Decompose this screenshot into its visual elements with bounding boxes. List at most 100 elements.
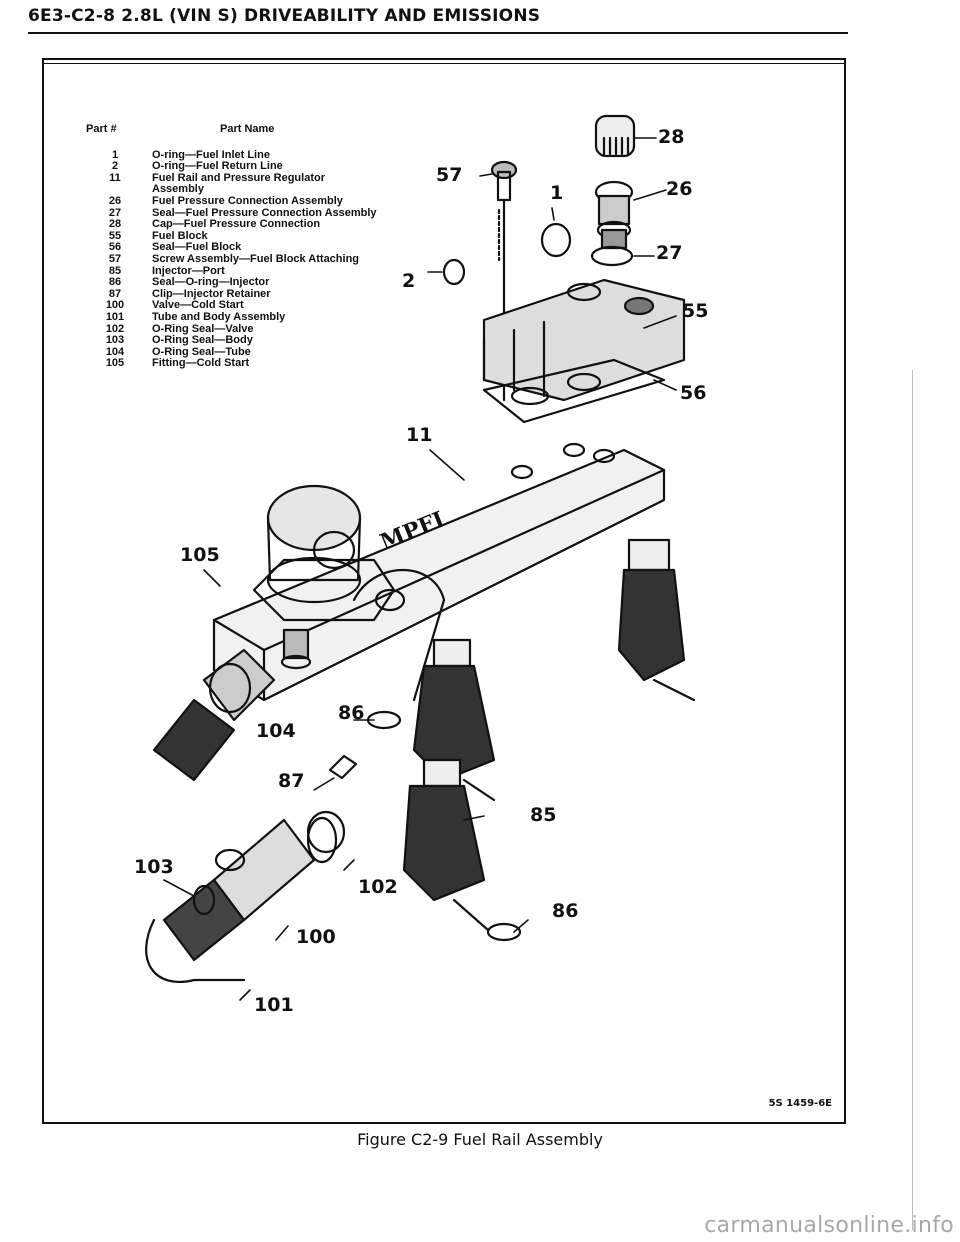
callout-105: 105	[180, 544, 220, 566]
parts-row: 56 Seal—Fuel Block	[86, 242, 406, 254]
callout-57: 57	[436, 164, 463, 186]
parts-row: 105 Fitting—Cold Start	[86, 358, 406, 370]
callout-11: 11	[406, 424, 433, 446]
part-number: 85	[108, 264, 122, 277]
callout-101: 101	[254, 994, 294, 1016]
page-edge-line	[912, 370, 913, 1230]
callout-1: 1	[550, 182, 564, 204]
parts-row: 104 O-Ring Seal—Tube	[86, 345, 406, 359]
injector-clip-87	[328, 754, 358, 780]
part-number: 100	[105, 299, 125, 312]
part-name: Screw Assembly—Fuel Block Attaching	[152, 252, 360, 265]
callout-100: 100	[296, 926, 336, 948]
part-name: Fitting—Cold Start	[152, 357, 250, 370]
body-seal-103	[192, 884, 216, 916]
o-ring-2	[442, 258, 466, 286]
page-header: 6E3-C2-8 2.8L (VIN S) DRIVEABILITY AND E…	[28, 6, 541, 26]
part-name: Fuel Block	[152, 229, 208, 242]
part-name: O-ring—Fuel Inlet Line	[152, 148, 270, 161]
part-name: Injector—Port	[152, 264, 225, 277]
part-number: 11	[109, 171, 121, 184]
part-name: Seal—Fuel Block	[152, 241, 242, 254]
part-number: 55	[108, 229, 122, 242]
part-number: 28	[108, 218, 122, 231]
cap-fuel-pressure-connection	[594, 114, 636, 158]
part-name: Seal—Fuel Pressure Connection Assembly	[152, 206, 377, 219]
part-number: 27	[108, 206, 122, 219]
callout-28: 28	[658, 126, 685, 148]
fuel-rail-11	[212, 442, 666, 702]
part-number: 102	[105, 322, 125, 335]
fuel-pressure-connection	[594, 180, 634, 250]
injector-85-a	[617, 538, 696, 702]
part-number: 103	[105, 334, 125, 347]
valve-seal-102	[306, 810, 346, 854]
fuel-rail-diagram: MPFI	[145, 114, 696, 1001]
callout-102: 102	[358, 876, 398, 898]
callout-26: 26	[666, 178, 693, 200]
cold-start-valve-100	[162, 816, 338, 962]
part-name: Tube and Body Assembly	[152, 310, 286, 323]
part-number: 105	[105, 357, 125, 370]
part-number: 2	[111, 160, 119, 173]
seal-27	[590, 245, 634, 267]
col-part-number: Part #	[86, 123, 117, 135]
parts-row: 28 Cap—Fuel Pressure Connection	[86, 219, 406, 231]
callout-87: 87	[278, 770, 305, 792]
part-number: 1	[111, 148, 119, 161]
parts-row: 100 Valve—Cold Start	[86, 300, 406, 312]
parts-row: 102 O-Ring Seal—Valve	[86, 322, 406, 336]
figure-frame	[42, 58, 846, 1124]
part-name: Fuel Pressure Connection Assembly	[152, 194, 343, 207]
parts-row: 27 Seal—Fuel Pressure Connection Assembly	[86, 206, 406, 220]
parts-row: Assembly	[86, 184, 406, 196]
fuel-block-55	[482, 278, 686, 402]
part-name: Valve—Cold Start	[152, 299, 244, 312]
parts-row: 85 Injector—Port	[86, 264, 406, 278]
callout-2: 2	[402, 270, 416, 292]
part-name: O-Ring Seal—Valve	[152, 322, 254, 335]
header-rule	[28, 32, 848, 34]
part-number: 56	[108, 241, 122, 254]
part-name: O-Ring Seal—Tube	[152, 345, 251, 358]
tube-104	[352, 569, 446, 702]
col-part-name: Part Name	[220, 123, 275, 135]
watermark: carmanualsonline.info	[704, 1213, 954, 1238]
parts-row: 101 Tube and Body Assembly	[86, 310, 406, 324]
callout-104: 104	[256, 720, 296, 742]
callout-103: 103	[134, 856, 174, 878]
frame-double-rule	[44, 63, 844, 64]
parts-row: 57 Screw Assembly—Fuel Block Attaching	[86, 252, 406, 266]
part-number: 57	[108, 252, 122, 265]
callout-86-a: 86	[338, 702, 365, 724]
part-number: 86	[108, 276, 122, 289]
injector-seal-86-b	[486, 922, 522, 942]
parts-table-header: Part # Part Name	[86, 123, 406, 136]
part-name: Seal—O-ring—Injector	[152, 276, 270, 289]
parts-row: 1 O-ring—Fuel Inlet Line	[86, 148, 406, 162]
callout-27: 27	[656, 242, 683, 264]
parts-row: 11 Fuel Rail and Pressure Regulator	[86, 171, 406, 185]
callout-55: 55	[682, 300, 709, 322]
injector-85-c	[402, 758, 490, 932]
part-number: 104	[105, 345, 125, 358]
o-ring-104	[374, 588, 406, 612]
figure-id: 5S 1459-6E	[768, 1098, 832, 1109]
cold-start-fitting-105	[152, 628, 312, 782]
fuel-block-seal-56	[482, 358, 666, 424]
figure-caption: Figure C2-9 Fuel Rail Assembly	[357, 1130, 603, 1149]
o-ring-1	[540, 222, 572, 258]
callout-56: 56	[680, 382, 707, 404]
tube-body-101	[145, 918, 246, 983]
part-name: Fuel Rail and Pressure Regulator	[152, 171, 325, 184]
part-name: Cap—Fuel Pressure Connection	[152, 218, 321, 231]
callout-85: 85	[530, 804, 557, 826]
callout-86-b: 86	[552, 900, 579, 922]
part-number: 87	[108, 287, 122, 300]
part-number: 101	[105, 310, 125, 323]
